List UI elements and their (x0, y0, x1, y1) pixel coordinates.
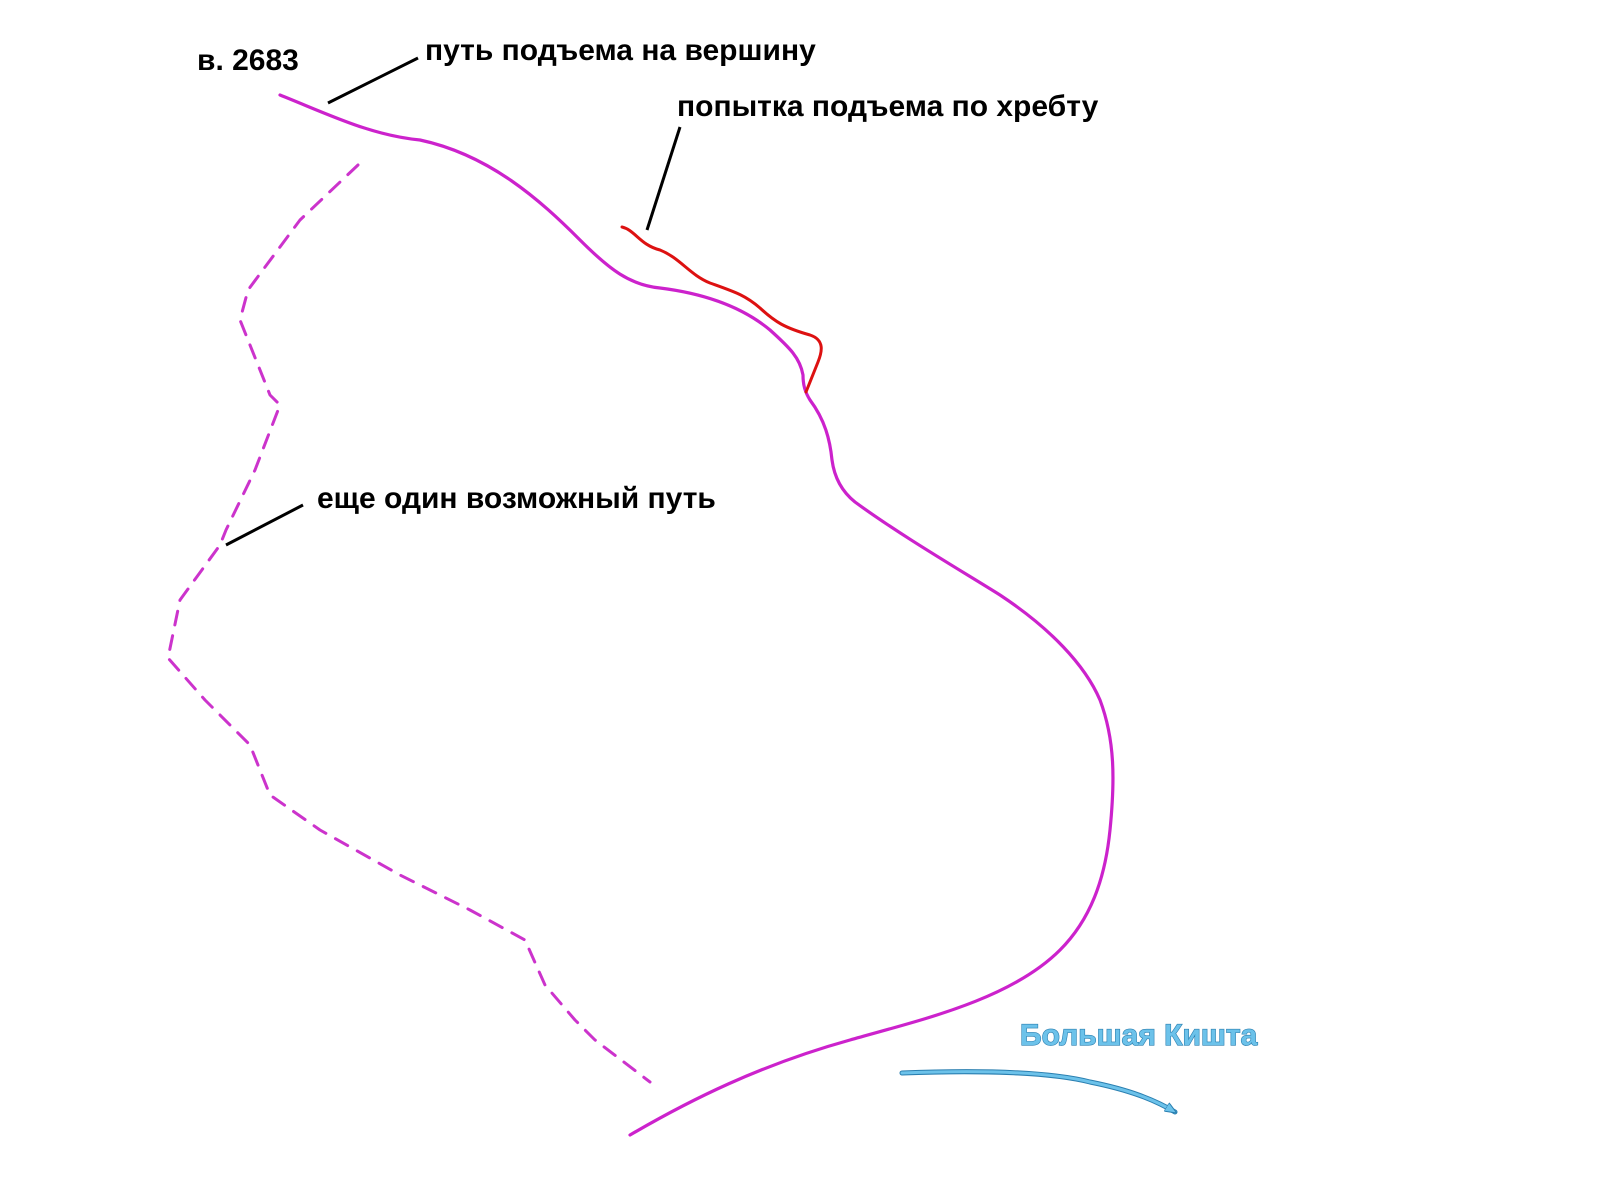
ridge-attempt-line (620, 225, 823, 394)
river-arrow-inner (900, 1070, 1175, 1112)
ridge-attempt-leader (645, 126, 682, 231)
river-arrow (899, 1069, 1178, 1115)
peak-label: в. 2683 (197, 44, 299, 77)
ridge-attempt-label: попытка подъема по хребту (677, 90, 1099, 123)
alt-route-leader (225, 503, 304, 547)
alt-route-line (166, 163, 652, 1084)
summit-route-line (278, 93, 1115, 1137)
alt-route-label: еще один возможный путь (317, 482, 716, 515)
summit-route-leader (327, 56, 419, 105)
river-label: Большая Кишта (1020, 1019, 1258, 1052)
summit-route-label: путь подъема на вершину (425, 34, 816, 67)
